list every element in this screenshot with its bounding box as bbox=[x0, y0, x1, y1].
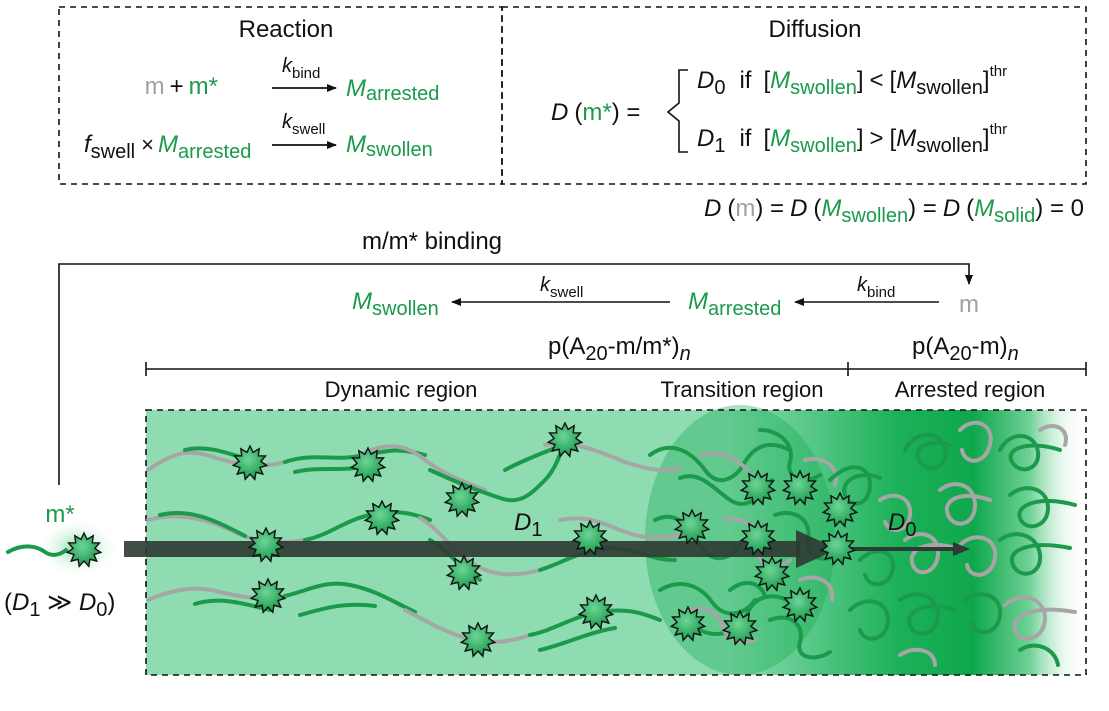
mstar-monomer-icon bbox=[349, 446, 387, 483]
mstar-label: m* bbox=[45, 501, 74, 528]
scheme-k-swell: kswell bbox=[540, 274, 583, 301]
arrested-chains bbox=[828, 420, 1077, 667]
scheme-k-bind: kbind bbox=[857, 274, 895, 301]
mstar-monomer-icon bbox=[445, 554, 483, 591]
diffusion-title: Diffusion bbox=[769, 16, 862, 43]
d0-label: D0 bbox=[888, 509, 916, 541]
mstar-monomer-icon bbox=[669, 605, 707, 642]
mstar-monomer-icon bbox=[739, 519, 777, 556]
d1-label: D1 bbox=[514, 509, 542, 541]
k-bind-label-top: kbind bbox=[282, 55, 320, 82]
mstar-monomer-icon bbox=[781, 586, 819, 623]
reaction-title: Reaction bbox=[239, 16, 334, 43]
region-label-transition: Transition region bbox=[660, 377, 823, 402]
region-label-arrested: Arrested region bbox=[895, 377, 1045, 402]
mstar-monomer-icon bbox=[65, 531, 103, 568]
reaction-row1-product: Marrested bbox=[346, 75, 439, 105]
mstar-monomer-icon bbox=[821, 491, 859, 528]
reaction-row1-left: m+m* bbox=[145, 73, 218, 100]
binding-connector bbox=[58, 263, 973, 485]
mstar-monomer-icon bbox=[571, 519, 609, 556]
mstar-monomer-icon bbox=[546, 421, 584, 458]
flow-arrow-arrested-head bbox=[953, 542, 970, 556]
mstar-monomer-icon bbox=[673, 508, 711, 545]
mstar-monomer-icon bbox=[781, 469, 819, 506]
mstar-monomer-icon bbox=[739, 469, 777, 506]
binding-label: m/m* binding bbox=[362, 228, 502, 255]
mstar-monomers bbox=[65, 421, 859, 658]
reaction-row2-left: fswell×Marrested bbox=[84, 131, 251, 163]
mstar-monomer-icon bbox=[819, 529, 857, 566]
mstar-monomer-icon bbox=[363, 499, 401, 536]
diffusion-brace bbox=[666, 69, 688, 153]
scheme-arrested: Marrested bbox=[688, 288, 781, 320]
mstar-monomer-icon bbox=[721, 609, 759, 646]
region-label-dynamic: Dynamic region bbox=[325, 377, 478, 402]
mstar-monomer-icon bbox=[247, 526, 285, 563]
mstar-monomer-icon bbox=[249, 577, 287, 614]
diffusion-lhs: D(m*) = bbox=[551, 99, 640, 126]
mstar-tail bbox=[6, 544, 68, 557]
flow-arrow-main-head bbox=[796, 530, 838, 568]
mstar-monomer-icon bbox=[577, 593, 615, 630]
mstar-monomer-icon bbox=[443, 481, 481, 518]
polymer-label-right: p(A20-m)n bbox=[912, 333, 1019, 365]
diffusion-panel bbox=[501, 6, 1087, 185]
polymer-label-left: p(A20-m/m*)n bbox=[548, 333, 691, 365]
mstar-monomer-icon bbox=[459, 621, 497, 658]
scheme-m: m bbox=[959, 291, 979, 318]
mstar-monomer-icon bbox=[753, 555, 791, 592]
zero-diffusion-line: D(m) =D(Mswollen) =D(Msolid) = 0 bbox=[704, 195, 1084, 227]
k-swell-label-top: kswell bbox=[282, 111, 325, 138]
reaction-row2-product: Mswollen bbox=[346, 131, 433, 161]
diffusion-ratio-note: (D1 ≫ D0) bbox=[4, 589, 115, 621]
scheme-swollen: Mswollen bbox=[352, 288, 439, 320]
mstar-monomer-icon bbox=[231, 444, 269, 481]
